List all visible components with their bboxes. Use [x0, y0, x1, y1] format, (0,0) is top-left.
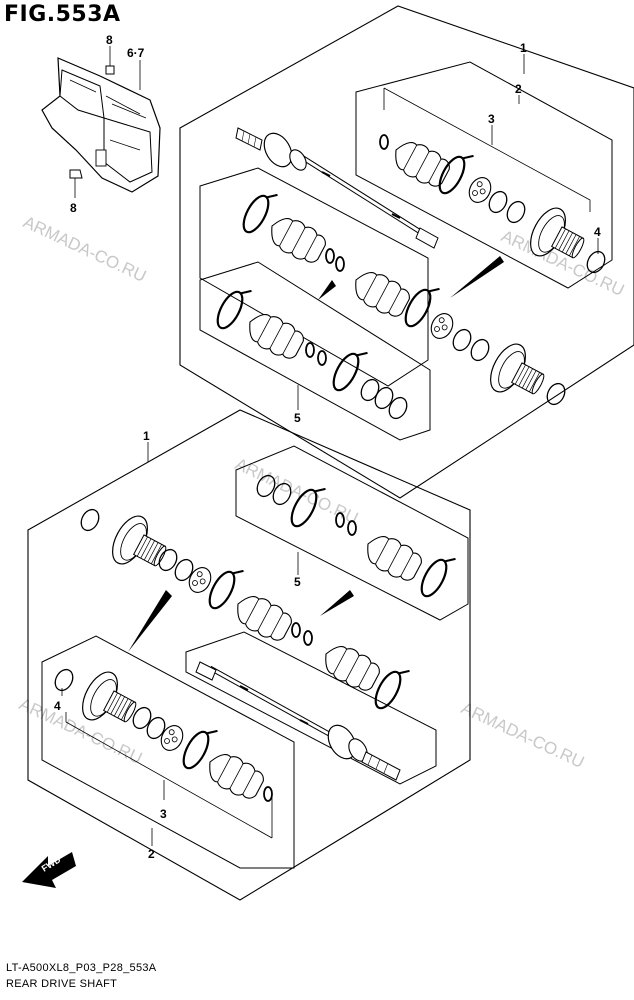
upper-boot-kit-frame — [199, 167, 429, 387]
callout-bracket-bolt-top: 8 — [106, 33, 113, 47]
figure-description: REAR DRIVE SHAFT — [6, 978, 118, 990]
lower-drive-shaft — [195, 661, 401, 781]
upper-arrow-left — [318, 280, 336, 300]
upper-drive-shaft — [235, 127, 439, 249]
figure-code: LT-A500XL8_P03_P28_553A — [6, 962, 157, 974]
callout-lower-assembly: 1 — [143, 429, 150, 443]
callout-upper-ring: 4 — [594, 225, 601, 239]
watermark-text: ARMADA-CO.RU — [458, 698, 587, 772]
upper-assembly-frame — [179, 5, 634, 499]
lower-boot-kit-frame-2 — [185, 631, 437, 785]
callout-lower-ring: 4 — [54, 699, 61, 713]
watermark-text: ARMADA-CO.RU — [232, 454, 361, 528]
callout-lower-joint-kit: 2 — [148, 847, 155, 861]
upper-arrow-right — [450, 256, 504, 298]
callout-lower-joint-set: 3 — [160, 807, 167, 821]
lower-arrow-left — [128, 590, 172, 652]
lower-joint-kit-frame — [41, 635, 295, 869]
callout-upper-joint-kit: 2 — [515, 82, 522, 96]
callout-upper-joint-set: 3 — [488, 112, 495, 126]
upper-boot-kit-frame-2 — [199, 261, 431, 441]
fwd-arrow: FWD — [22, 852, 76, 888]
lower-arrow-right — [320, 590, 354, 616]
bracket-bolt-bottom — [69, 169, 83, 198]
callout-upper-boot-kit: 5 — [294, 411, 301, 425]
callout-upper-assembly: 1 — [520, 41, 527, 55]
upper-boot-kit-parts — [211, 184, 569, 423]
callout-bracket: 6·7 — [127, 46, 145, 60]
lower-boot-kit-frame — [235, 445, 469, 621]
upper-joint-set-bracket — [383, 87, 591, 212]
lower-assembly-frame — [27, 409, 471, 901]
lower-boot-kit-parts — [77, 471, 457, 714]
figure-title: FIG.553A — [4, 2, 121, 27]
watermark-text: ARMADA-CO.RU — [20, 212, 149, 286]
callout-lower-boot-kit: 5 — [294, 575, 301, 589]
bracket-part — [41, 57, 161, 193]
bracket-bolt-top — [105, 46, 115, 75]
upper-joint-kit-parts — [379, 134, 609, 277]
callout-bracket-bolt-bottom: 8 — [70, 201, 77, 215]
upper-joint-kit-frame — [355, 61, 613, 289]
